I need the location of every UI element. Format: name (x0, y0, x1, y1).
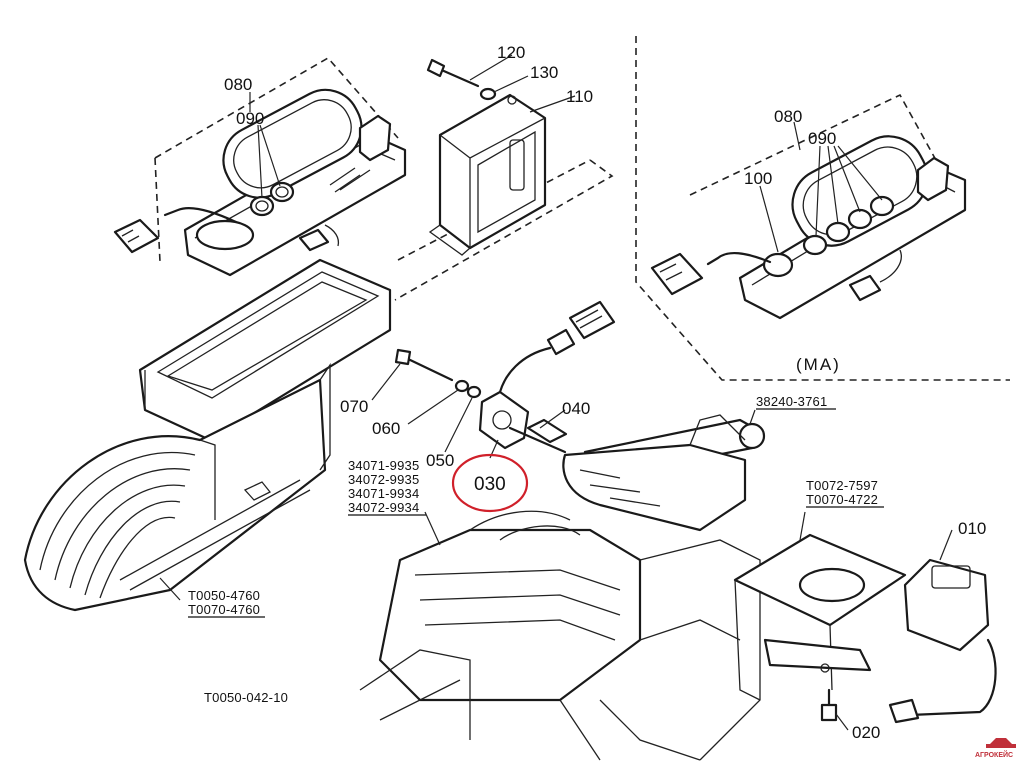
ref-34071-9935: 34071-9935 (348, 458, 419, 473)
leader-lines (159, 54, 953, 731)
label-090-right: 090 (808, 129, 836, 148)
console-housing (138, 258, 392, 442)
ref-34072-9934: 34072-9934 (348, 500, 419, 515)
washer-060 (454, 379, 470, 393)
engine-body (359, 414, 761, 761)
label-080-right: 080 (774, 107, 802, 126)
bolt-020 (820, 688, 838, 722)
ref-t0070-4760: T0070-4760 (188, 602, 260, 617)
label-010: 010 (958, 519, 986, 538)
rod-040 (508, 418, 568, 454)
ref-38240-3761: 38240-3761 (756, 394, 827, 409)
label-020: 020 (852, 723, 880, 742)
wire-harness-right (650, 249, 902, 302)
ref-codes: 38240-3761 T0072-7597 T0070-4722 34071-9… (188, 394, 884, 618)
label-090-left: 090 (236, 109, 264, 128)
label-040: 040 (562, 399, 590, 418)
fender-panel (23, 362, 331, 612)
watermark-text: АГРОКЕЙС (975, 750, 1013, 759)
highlight-circle-030 (451, 453, 529, 513)
label-080-left: 080 (224, 75, 252, 94)
switch-panel-right (738, 135, 967, 320)
control-box-110 (428, 93, 547, 256)
ref-34071-9934: 34071-9934 (348, 486, 419, 501)
label-100: 100 (744, 169, 772, 188)
ref-t0070-4722: T0070-4722 (806, 492, 878, 507)
inset-label-ma: (MA) (796, 355, 841, 374)
label-060: 060 (372, 419, 400, 438)
label-050: 050 (426, 451, 454, 470)
bracket-plate (733, 533, 907, 701)
washer-130 (479, 87, 497, 101)
switch-panel-left (183, 88, 407, 277)
label-110: 110 (566, 87, 593, 106)
label-120: 120 (497, 43, 525, 62)
label-070: 070 (340, 397, 368, 416)
watermark-logo: АГРОКЕЙС (975, 738, 1016, 759)
bolt-120 (426, 58, 480, 88)
washer-050 (466, 385, 482, 399)
sensor-030 (478, 300, 616, 450)
part-labels: 080 090 120 130 110 080 090 100 070 060 … (224, 43, 986, 742)
ref-t0072-7597: T0072-7597 (806, 478, 878, 493)
ref-34072-9935: 34072-9935 (348, 472, 419, 487)
relay-unit-010 (888, 558, 997, 724)
wire-harness-left (113, 206, 340, 254)
figure-code: T0050-042-10 (204, 690, 288, 705)
label-130: 130 (530, 63, 558, 82)
bolt-070 (394, 348, 454, 382)
label-030: 030 (474, 474, 506, 495)
ref-t0050-4760: T0050-4760 (188, 588, 260, 603)
